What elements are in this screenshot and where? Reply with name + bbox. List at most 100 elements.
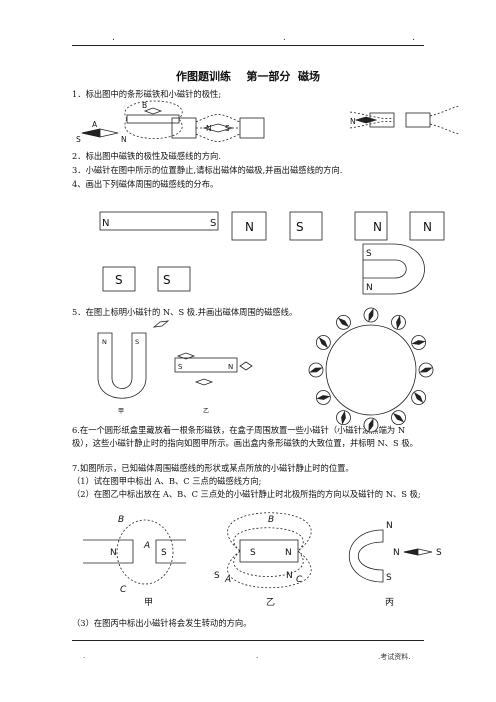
fig6-compass-needle [419, 367, 433, 373]
fig4-label: N [423, 220, 432, 234]
fig4-u-magnet [362, 243, 425, 295]
fig5-compass-4 [239, 361, 253, 371]
question-7-3: （3）在图丙中标出小磁针将会发生转动的方向。 [72, 618, 252, 628]
fig7-label: C [296, 575, 303, 585]
fig1-field-line [124, 100, 183, 120]
fig7-bing-u-magnet [348, 529, 384, 583]
fig4-magnet-s2 [157, 266, 191, 292]
fig1-magnet-b [405, 112, 431, 128]
fig7-label: S [436, 548, 442, 558]
fig7-label: S [214, 571, 220, 581]
fig4-label: N [373, 220, 382, 234]
fig6-compass-needle [341, 410, 346, 425]
fig7-label: S [386, 573, 392, 583]
fig6-compass-needle [396, 315, 401, 330]
question-7: 7.如图所示，已知磁体周围磁感线的形状或某点所放的小磁针静止时的位置。 [72, 463, 354, 473]
footer-rule [72, 640, 424, 641]
fig7-label: C [120, 585, 127, 595]
fig7-label: N [286, 571, 293, 581]
fig7-label: S [161, 548, 167, 558]
fig6-compass-needle [413, 391, 424, 404]
fig7-label: A [143, 541, 150, 551]
header-dot: . [112, 33, 115, 43]
question-1: 1．标出图中的条形磁铁和小磁针的极性; [72, 89, 222, 99]
fig5-u-magnet [97, 332, 147, 399]
fig1-label-b: B [142, 101, 147, 110]
fig4-label: S [296, 220, 304, 234]
fig6-compass-needle [337, 317, 350, 328]
fig7-caption-bing: 丙 [385, 597, 394, 608]
question-7-1: （1）试在图甲中标出 A、B、C 三点的磁感线方向; [72, 476, 262, 486]
fig6-compass-needle [368, 308, 374, 322]
fig7-label: N [285, 548, 292, 558]
fig6-compass-needle [318, 336, 329, 349]
fig7-label: N [393, 548, 400, 558]
footer-dot: . [256, 652, 259, 660]
fig7-jia-field [116, 519, 174, 585]
fig5-label: N [102, 338, 107, 346]
fig1-label-n: N [121, 135, 127, 144]
fig6-compass-needle [368, 418, 374, 432]
header-rule [72, 45, 424, 46]
fig6-compass-needle [411, 340, 426, 345]
fig5-bar-magnet [174, 357, 238, 373]
fig6-compass-needle [316, 395, 331, 400]
fig7-label: N [386, 521, 393, 531]
fig5-compass-1 [152, 320, 170, 328]
fig4-label: S [210, 218, 216, 229]
fig5-label: S [135, 338, 139, 346]
fig4-magnet-n [231, 211, 267, 241]
fig1-compass-needle [81, 128, 119, 138]
fig5-label: N [228, 363, 233, 371]
footer-note: .考试资料. [378, 653, 411, 661]
fig7-label: N [110, 548, 117, 558]
question-2: 2．标出图中磁铁的极性及磁感线的方向. [72, 151, 221, 161]
fig7-label: B [268, 515, 274, 525]
fig5-compass-3 [194, 378, 214, 386]
fig5-caption-jia: 甲 [118, 408, 124, 415]
fig1-label-n2: N [206, 124, 212, 133]
question-7-2: （2）在图乙中标出放在 A、B、C 三点处的小磁针静止时北极所指的方向以及磁针的… [72, 489, 421, 499]
fig4-label: N [366, 283, 373, 293]
fig1-label-s2: S [225, 124, 230, 133]
page-title: 作图题训练 第一部分 磁场 [176, 70, 320, 83]
fig6-compass-needle [392, 412, 405, 423]
fig4-label: S [115, 273, 123, 287]
fig7-label: B [118, 515, 124, 525]
fig7-label: A [224, 575, 231, 585]
fig7-jia-magnet-left [83, 539, 134, 564]
fig1-label-n3: N [350, 117, 356, 126]
fig4-magnet-s [289, 211, 323, 241]
fig6-compass-needle [309, 367, 323, 373]
fig1-magnet-left [171, 117, 197, 139]
fig1-field-line [124, 118, 183, 139]
fig5-caption-yi: 乙 [203, 408, 209, 415]
fig4-label: S [163, 273, 171, 287]
fig4-magnet-s1 [102, 266, 136, 292]
fig1-label-a: A [92, 120, 98, 129]
fig4-label: S [366, 249, 372, 259]
fig1-compass-right [354, 116, 378, 124]
fig1-compass-middle [202, 123, 234, 133]
fig4-magnet-n1 [354, 211, 388, 241]
question-5: 5．在图上标明小磁针的 N、S 极.并画出磁体周围的磁感线。 [72, 307, 298, 317]
header-dot: . [412, 33, 415, 43]
fig5-label: S [178, 363, 183, 371]
fig7-label: S [250, 548, 256, 558]
fig1-label-s: S [76, 135, 81, 144]
fig1-bar-magnet [126, 114, 180, 124]
fig4-magnet-n2 [409, 211, 445, 241]
fig4-label: N [245, 220, 254, 234]
question-6: 6.在一个圆形纸盒里藏放着一根条形磁铁，在盒子周围放置一些小磁针（小磁针涂黑端为… [72, 425, 418, 448]
fig7-caption-jia: 甲 [144, 597, 153, 608]
question-4: 4、画出下列磁体周围的磁感线的分布。 [72, 179, 219, 189]
footer-dot: . [83, 652, 86, 660]
fig5-compass-2 [176, 352, 196, 360]
header-dot: . [283, 33, 286, 43]
fig1-magnet-right [239, 117, 265, 139]
fig4-label: N [102, 218, 109, 229]
fig1-compass-top [143, 107, 163, 115]
fig4-bar-magnet [99, 211, 219, 231]
question-3: 3．小磁针在图中所示的位置静止,请标出磁体的磁极,并画出磁感线的方向. [72, 165, 343, 175]
